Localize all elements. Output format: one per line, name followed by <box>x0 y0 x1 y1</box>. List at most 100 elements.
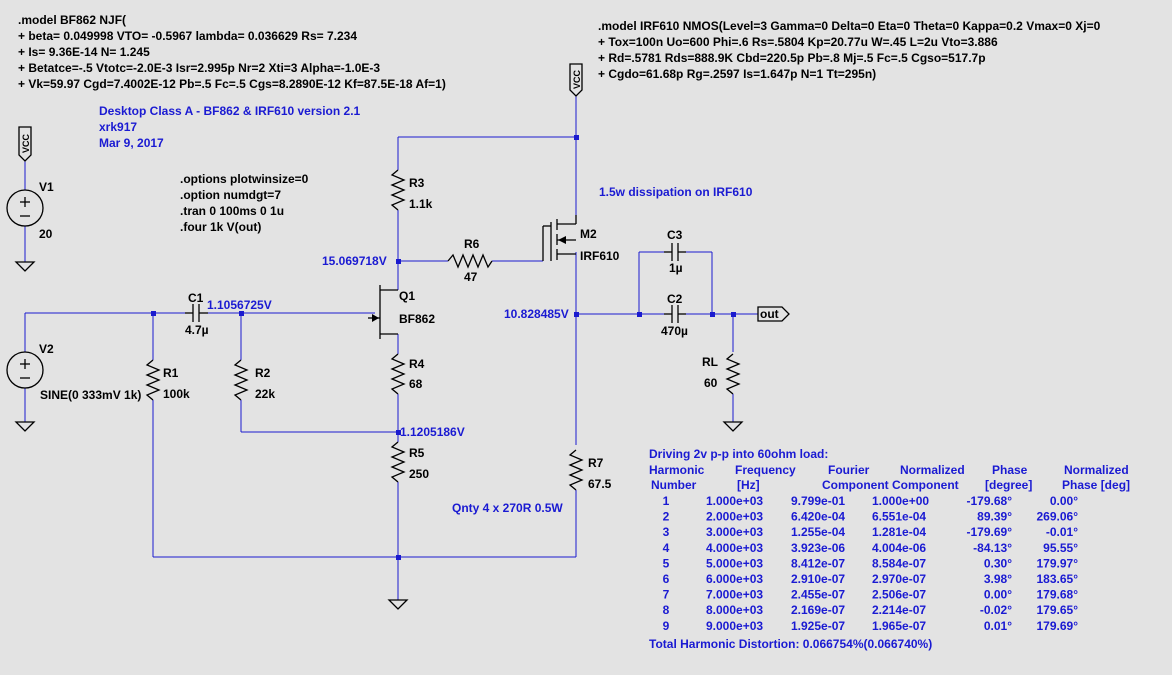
fourier-cell: 3 <box>663 525 670 539</box>
svg-text:Phase [deg]: Phase [deg] <box>1062 478 1130 492</box>
svg-text:RL: RL <box>702 355 718 369</box>
svg-text:R2: R2 <box>255 366 271 380</box>
svg-text:15.069718V: 15.069718V <box>322 254 387 268</box>
spice-directives: .options plotwinsize=0 .option numdgt=7 … <box>180 172 309 234</box>
fourier-cell: 0.00° <box>984 588 1012 602</box>
svg-text:xrk917: xrk917 <box>99 120 137 134</box>
fourier-cell: 1.000e+00 <box>872 494 929 508</box>
svg-text:Mar 9, 2017: Mar 9, 2017 <box>99 136 164 150</box>
fourier-cell: -179.69° <box>967 525 1013 539</box>
svg-text:BF862: BF862 <box>399 312 435 326</box>
fourier-cell: 1 <box>663 494 670 508</box>
fourier-cell: 95.55° <box>1043 541 1078 555</box>
fourier-cell: -0.02° <box>980 603 1012 617</box>
notes: 1.5w dissipation on IRF610 Qnty 4 x 270R… <box>452 185 753 515</box>
junctions <box>151 135 736 560</box>
svg-text:out: out <box>760 307 779 321</box>
svg-text:Phase: Phase <box>992 463 1028 477</box>
svg-text:1.1205186V: 1.1205186V <box>400 425 465 439</box>
resistor-r1 <box>145 359 161 401</box>
svg-text:R4: R4 <box>409 357 425 371</box>
fourier-cell: 8.000e+03 <box>706 603 763 617</box>
wires <box>24 95 758 600</box>
svg-text:R1: R1 <box>163 366 179 380</box>
fourier-cell: 1.000e+03 <box>706 494 763 508</box>
svg-text:.option numdgt=7: .option numdgt=7 <box>180 188 281 202</box>
ground-symbols <box>14 261 744 610</box>
svg-text:4.7µ: 4.7µ <box>185 323 209 337</box>
svg-text:Frequency: Frequency <box>735 463 796 477</box>
jfet-model-text: .model BF862 NJF( + beta= 0.049998 VTO= … <box>18 13 446 91</box>
fourier-cell: 3.98° <box>984 572 1012 586</box>
svg-text:VCC: VCC <box>21 133 31 153</box>
fourier-cell: 179.65° <box>1036 603 1078 617</box>
svg-text:.four 1k V(out): .four 1k V(out) <box>180 220 261 234</box>
fourier-cell: 8.412e-07 <box>791 556 845 570</box>
svg-text:C2: C2 <box>667 292 683 306</box>
svg-text:IRF610: IRF610 <box>580 249 620 263</box>
fourier-header-2: Number [Hz] Component Component [degree]… <box>651 478 1130 492</box>
svg-text:.options plotwinsize=0: .options plotwinsize=0 <box>180 172 309 186</box>
resistor-r6 <box>447 253 493 269</box>
svg-text:1µ: 1µ <box>669 261 683 275</box>
fourier-cell: 2 <box>663 510 670 524</box>
svg-text:67.5: 67.5 <box>588 477 612 491</box>
fourier-cell: 0.00° <box>1050 494 1078 508</box>
fourier-cell: 8.584e-07 <box>872 556 926 570</box>
svg-text:100k: 100k <box>163 387 190 401</box>
fourier-cell: 6.000e+03 <box>706 572 763 586</box>
resistor-r7 <box>568 449 584 491</box>
fourier-cell: -84.13° <box>973 541 1012 555</box>
svg-text:68: 68 <box>409 377 423 391</box>
resistor-r4 <box>390 353 406 395</box>
svg-text:1.1056725V: 1.1056725V <box>207 298 272 312</box>
svg-text:+ Betatce=-.5 Vtotc=-2.0E-3 Is: + Betatce=-.5 Vtotc=-2.0E-3 Isr=2.995p N… <box>18 61 380 75</box>
svg-text:Desktop Class A - BF862 & IRF: Desktop Class A - BF862 & IRF610 version… <box>99 104 361 118</box>
svg-text:R3: R3 <box>409 176 425 190</box>
vcc-flag-right: VCC <box>569 63 583 97</box>
fourier-cell: -179.68° <box>967 494 1013 508</box>
svg-text:1.1k: 1.1k <box>409 197 433 211</box>
svg-text:R6: R6 <box>464 237 480 251</box>
svg-text:Qnty 4 x 270R 0.5W: Qnty 4 x 270R 0.5W <box>452 501 563 515</box>
fourier-table: Driving 2v p-p into 60ohm load: Harmonic… <box>649 447 1130 651</box>
fourier-cell: 4 <box>663 541 670 555</box>
fourier-cell: 3.923e-06 <box>791 541 845 555</box>
fourier-cell: 2.214e-07 <box>872 603 926 617</box>
svg-text:1.5w dissipation on IRF610: 1.5w dissipation on IRF610 <box>599 185 753 199</box>
fourier-cell: 2.000e+03 <box>706 510 763 524</box>
fourier-cell: 1.281e-04 <box>872 525 926 539</box>
fourier-cell: 0.01° <box>984 619 1012 633</box>
capacitor-c2 <box>664 305 686 323</box>
fourier-header-1: Harmonic Frequency Fourier Normalized Ph… <box>649 463 1129 477</box>
svg-text:V2: V2 <box>39 342 54 356</box>
fourier-cell: 179.97° <box>1036 556 1078 570</box>
svg-text:+ Vk=59.97 Cgd=7.4002E-12 Pb=.: + Vk=59.97 Cgd=7.4002E-12 Pb=.5 Fc=.5 Cg… <box>18 77 446 91</box>
svg-text:Number: Number <box>651 478 697 492</box>
svg-text:[degree]: [degree] <box>985 478 1032 492</box>
fourier-cell: 89.39° <box>977 510 1012 524</box>
svg-text:[Hz]: [Hz] <box>737 478 760 492</box>
svg-text:+ Is= 9.36E-14 N= 1.245: + Is= 9.36E-14 N= 1.245 <box>18 45 150 59</box>
fourier-cell: 6.420e-04 <box>791 510 845 524</box>
svg-text:.model IRF610 NMOS(Level=3 Gam: .model IRF610 NMOS(Level=3 Gamma=0 Delta… <box>598 19 1101 33</box>
fourier-cell: 9 <box>663 619 670 633</box>
svg-text:+ beta= 0.049998 VTO= -0.5967: + beta= 0.049998 VTO= -0.5967 lambda= 0.… <box>18 29 357 43</box>
title-block: Desktop Class A - BF862 & IRF610 version… <box>99 104 361 150</box>
fourier-cell: 7.000e+03 <box>706 588 763 602</box>
fourier-cell: -0.01° <box>1046 525 1078 539</box>
jfet-q1 <box>368 285 398 339</box>
mosfet-model-text: .model IRF610 NMOS(Level=3 Gamma=0 Delta… <box>598 19 1101 81</box>
svg-text:+ Cgdo=61.68p Rg=.2597 Is=1.64: + Cgdo=61.68p Rg=.2597 Is=1.647p N=1 Tt=… <box>598 67 876 81</box>
fourier-cell: 7 <box>663 588 670 602</box>
svg-text:20: 20 <box>39 227 53 241</box>
voltage-source-v1 <box>6 189 44 227</box>
svg-text:C1: C1 <box>188 291 204 305</box>
